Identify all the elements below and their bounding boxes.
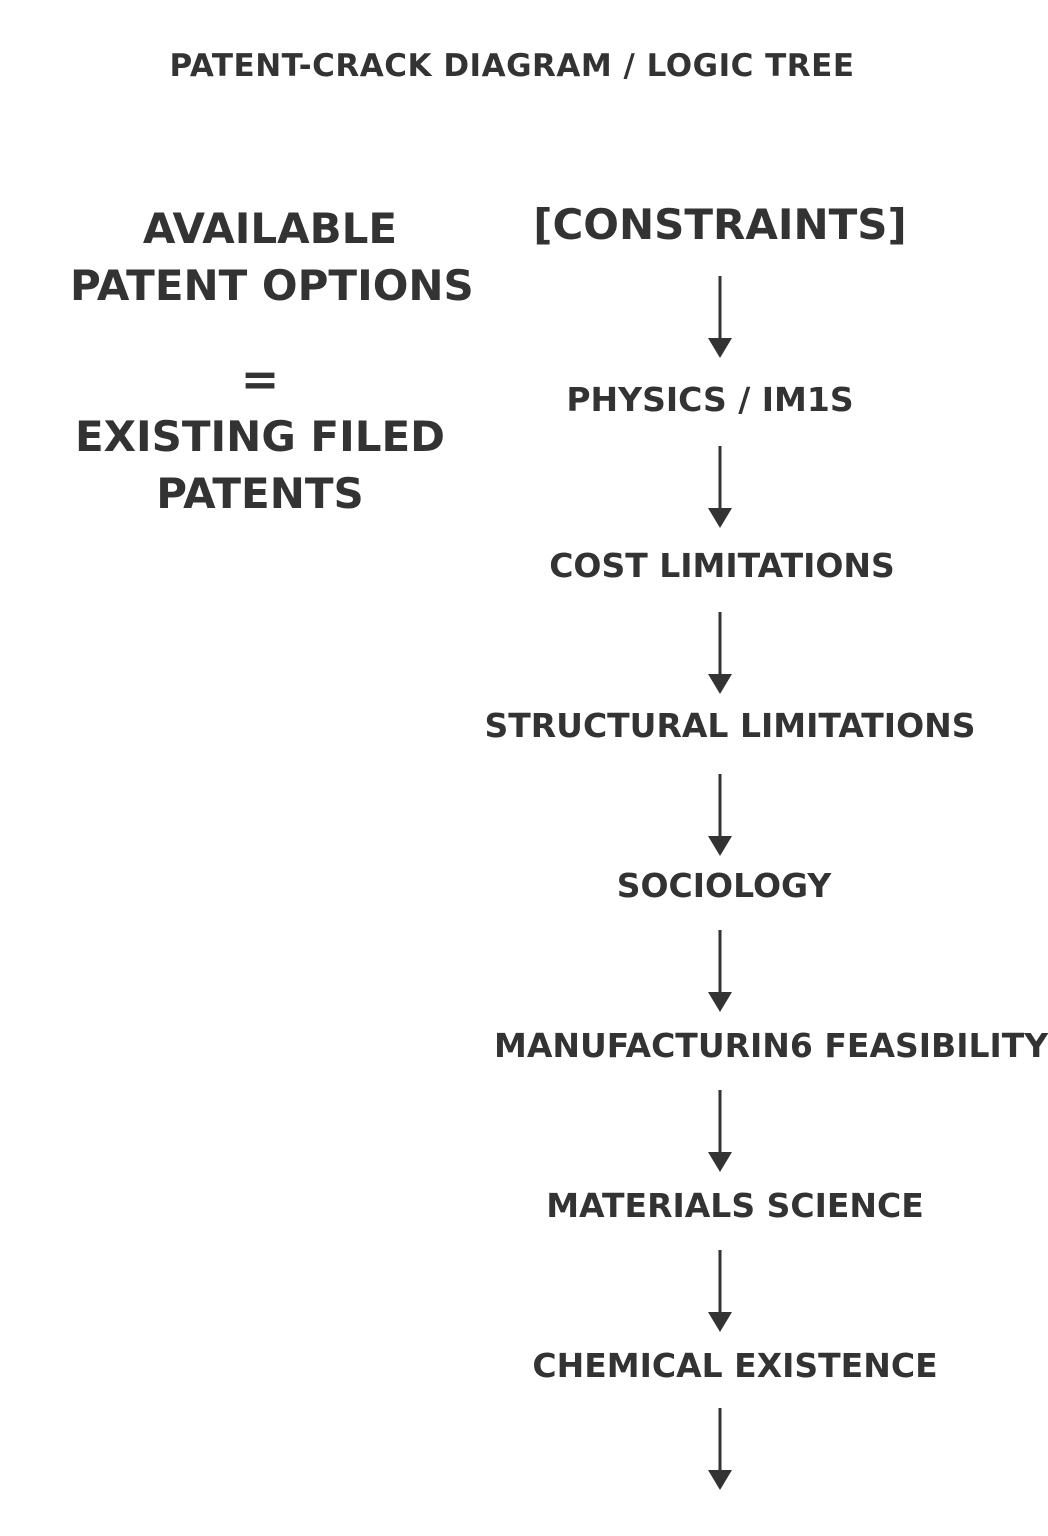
arrow-to-structural: [708, 612, 732, 694]
arrow-final: [708, 1408, 732, 1490]
arrow-to-manufacturing: [708, 930, 732, 1012]
arrow-to-sociology: [708, 774, 732, 856]
arrow-to-physics: [708, 276, 732, 358]
arrow-to-cost: [708, 446, 732, 528]
available-label: AVAILABLE: [142, 204, 398, 253]
flow-arrows: [708, 276, 732, 1490]
arrow-to-materials: [708, 1090, 732, 1172]
step-materials-science: MATERIALS SCIENCE: [546, 1186, 924, 1225]
step-cost-limitations: COST LIMITATIONS: [549, 546, 895, 585]
step-manufacturing-feasibility: MANUFACTURIN6 FEASIBILITY: [494, 1026, 1048, 1065]
patents-label: PATENTS: [156, 469, 364, 518]
constraints-root-node: [CONSTRAINTS]: [533, 200, 907, 249]
existing-filed-label: EXISTING FILED: [74, 412, 446, 461]
diagram-title: PATENT-CRACK DIAGRAM / LOGIC TREE: [169, 48, 855, 84]
step-chemical-existence: CHEMICAL EXISTENCE: [532, 1346, 938, 1385]
equals-sign: =: [240, 352, 280, 406]
step-sociology: SOCIOLOGY: [616, 866, 832, 905]
arrow-to-chemical: [708, 1250, 732, 1332]
step-structural-limitations: STRUCTURAL LIMITATIONS: [484, 706, 976, 745]
existing-patents-label: EXISTING FILED PATENTS: [60, 408, 460, 522]
available-options-label: AVAILABLE PATENT OPTIONS: [70, 200, 474, 314]
patent-options-label: PATENT OPTIONS: [70, 261, 474, 310]
step-physics: PHYSICS / IM1S: [566, 380, 854, 419]
